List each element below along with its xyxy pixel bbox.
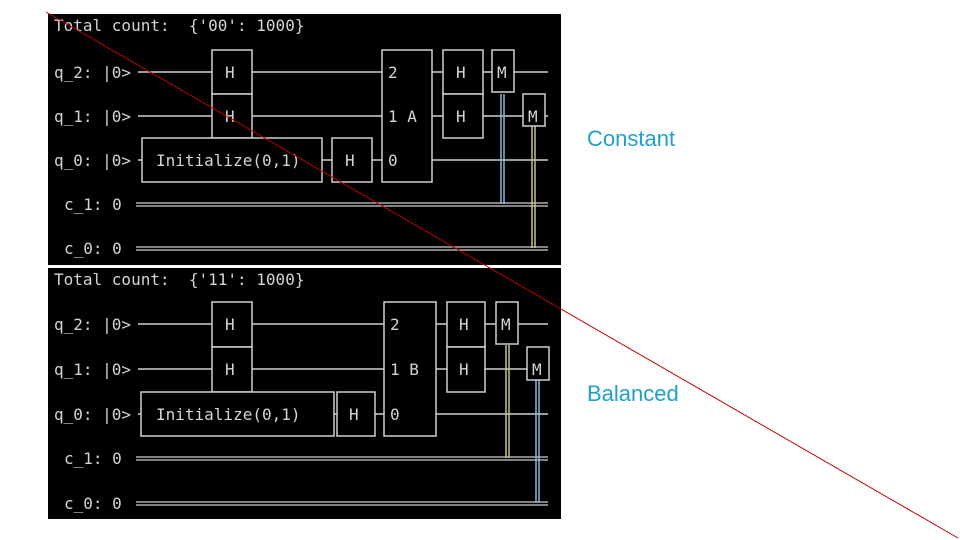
- qubit-label-q1: q_1: |0>: [54, 360, 131, 379]
- h-gate-q1-label: H: [225, 107, 235, 126]
- h-gate-q0-box: [331, 137, 373, 183]
- total-count-label: Total count:: [54, 270, 170, 289]
- diagonal-line: [45, 11, 959, 539]
- qubit-label-q2: q_2: |0>: [54, 315, 131, 334]
- clbit-label-c1: c_1: 0: [64, 449, 122, 468]
- oracle-port-2: 2: [390, 315, 400, 334]
- oracle-port-2: 2: [388, 63, 398, 82]
- measure-gate-q2-box: [495, 301, 519, 345]
- clbit-label-c0: c_0: 0: [64, 494, 122, 513]
- total-count-value: {'11': 1000}: [188, 270, 305, 289]
- measure-gate-q1-box: [522, 93, 546, 127]
- h-gate-q1-post-box: [446, 346, 486, 393]
- h-gate-q0-label: H: [345, 151, 355, 170]
- h-gate-q1-post-label: H: [459, 360, 469, 379]
- oracle-port-1-label: 1 B: [390, 360, 419, 379]
- oracle-port-1-label: 1 A: [388, 107, 417, 126]
- qubit-label-q0: q_0: |0>: [54, 405, 131, 424]
- measure-gate-q1-box: [526, 346, 550, 381]
- h-gate-q0-box: [336, 391, 376, 437]
- oracle-port-0: 0: [388, 151, 398, 170]
- qubit-label-q2: q_2: |0>: [54, 63, 131, 82]
- circuit-panel-balanced: Total count: {'11': 1000} q_2: |0> q_1: …: [48, 268, 561, 519]
- circuit-diagram-balanced: q_2: |0> q_1: |0> q_0: |0> c_1: 0 c_0: 0…: [54, 301, 550, 513]
- measure-gate-q1-label: M: [532, 360, 542, 379]
- measure-gate-q2-box: [491, 49, 515, 93]
- clbit-label-c1: c_1: 0: [64, 195, 122, 214]
- h-gate-q1-label: H: [225, 360, 235, 379]
- initialize-gate-label: Initialize(0,1): [156, 405, 301, 424]
- h-gate-q2-label: H: [225, 63, 235, 82]
- clbit-label-c0: c_0: 0: [64, 239, 122, 258]
- oracle-gate-box: [381, 49, 433, 183]
- circuit-panel-constant: Total count: {'00': 1000} q_2: |0> q_1: …: [48, 14, 561, 265]
- total-count-value: {'00': 1000}: [188, 16, 305, 35]
- h-gate-q2-post-label: H: [456, 63, 466, 82]
- h-gate-q2-box: [211, 49, 253, 95]
- h-gate-q1-post-label: H: [456, 107, 466, 126]
- h-gate-q2-box: [211, 301, 253, 348]
- total-count-label: Total count:: [54, 16, 170, 35]
- h-gate-q2-post-box: [446, 301, 486, 348]
- oracle-port-0: 0: [390, 405, 400, 424]
- label-constant: Constant: [587, 126, 676, 151]
- h-gate-q2-label: H: [225, 315, 235, 334]
- total-count-line: Total count: {'00': 1000}: [54, 16, 304, 35]
- oracle-gate-box: [383, 301, 437, 437]
- h-gate-q1-box: [211, 93, 253, 139]
- qubit-label-q0: q_0: |0>: [54, 151, 131, 170]
- initialize-gate-label: Initialize(0,1): [156, 151, 301, 170]
- qubit-label-q1: q_1: |0>: [54, 107, 131, 126]
- measure-gate-q2-label: M: [501, 315, 511, 334]
- initialize-gate-box: [141, 137, 323, 183]
- h-gate-q2-post-box: [442, 49, 484, 95]
- measure-gate-q1-label: M: [528, 107, 538, 126]
- measure-gate-q2-label: M: [497, 63, 507, 82]
- h-gate-q2-post-label: H: [459, 315, 469, 334]
- label-balanced: Balanced: [587, 381, 679, 406]
- initialize-gate-box: [140, 391, 335, 437]
- total-count-line: Total count: {'11': 1000}: [54, 270, 304, 289]
- h-gate-q1-post-box: [442, 93, 484, 139]
- h-gate-q1-box: [211, 346, 253, 393]
- circuit-diagram-constant: q_2: |0> q_1: |0> q_0: |0> c_1: 0 c_0: 0…: [54, 49, 548, 258]
- h-gate-q0-label: H: [349, 405, 359, 424]
